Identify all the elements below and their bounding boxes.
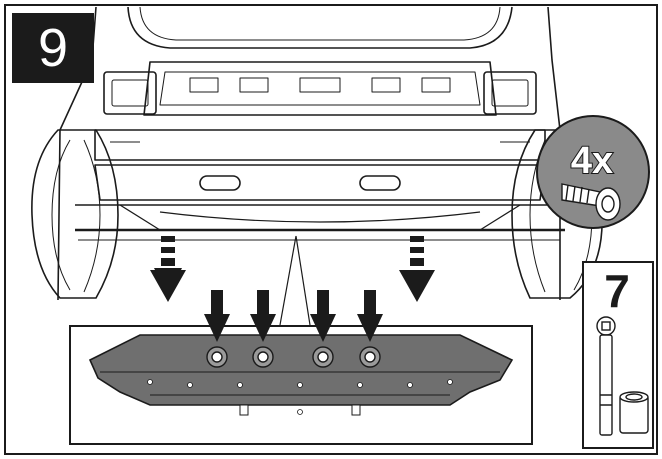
bolt-points	[206, 346, 381, 368]
rear-panel	[143, 61, 497, 116]
bolt-arrow	[310, 290, 336, 342]
tool-panel: 7	[582, 261, 654, 449]
detail-callout-lines	[279, 235, 311, 326]
left-rear-tire	[31, 129, 119, 299]
panel-arrow-left	[150, 236, 186, 302]
socket-wrench-icon	[596, 316, 649, 436]
bolt-point	[359, 346, 381, 368]
direction-arrows	[150, 236, 435, 342]
fastener-badge: 4x	[536, 115, 650, 229]
body-left-side	[57, 6, 97, 301]
left-rear-lamp	[103, 71, 157, 115]
bolt-point	[312, 346, 334, 368]
screw-icon	[561, 183, 621, 221]
bolt-point	[252, 346, 274, 368]
bolt-arrow	[204, 290, 230, 342]
bolt-point	[206, 346, 228, 368]
right-rear-lamp	[483, 71, 537, 115]
fastener-quantity: 4x	[571, 140, 613, 182]
socket-size: 7	[604, 265, 630, 317]
tailgate-opening	[127, 6, 513, 49]
panel-arrow-right	[399, 236, 435, 302]
bolt-arrow	[250, 290, 276, 342]
underbody-shield-panel	[88, 334, 514, 416]
bolt-arrow	[357, 290, 383, 342]
step-number-badge: 9	[12, 13, 94, 83]
